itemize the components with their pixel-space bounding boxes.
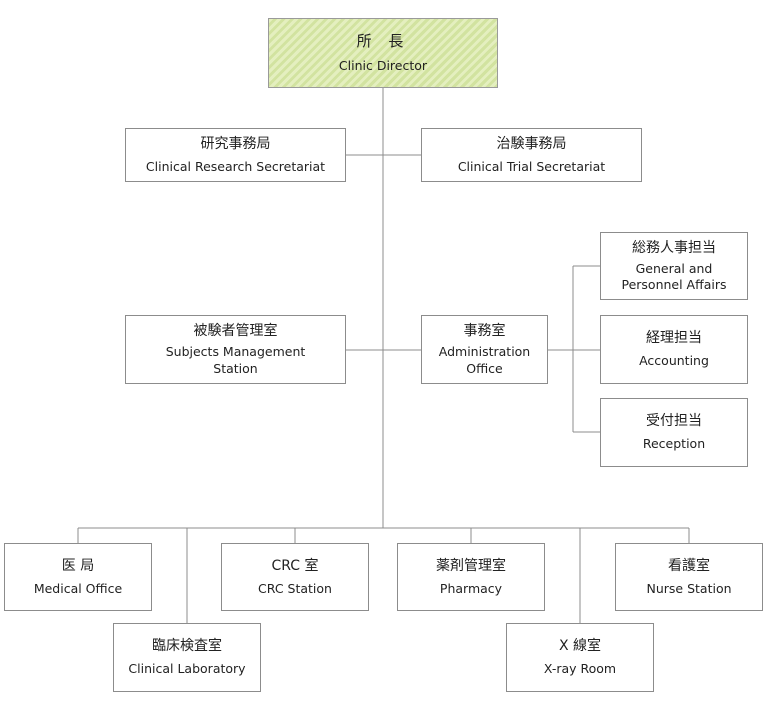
node-crc-station: CRC 室 CRC Station — [221, 543, 369, 611]
node-en-label: Clinical Laboratory — [128, 661, 246, 677]
node-jp-label: 総務人事担当 — [632, 239, 716, 256]
node-trial-secretariat: 治験事務局 Clinical Trial Secretariat — [421, 128, 642, 182]
node-en-label: Clinic Director — [338, 57, 428, 73]
node-jp-label: 薬剤管理室 — [436, 557, 506, 574]
node-jp-label: 医 局 — [61, 557, 95, 574]
node-en-label: Subjects Management Station — [165, 344, 306, 376]
node-xray-room: X 線室 X-ray Room — [506, 623, 654, 692]
node-en-label: Clinical Trial Secretariat — [457, 158, 606, 174]
node-jp-label: CRC 室 — [271, 557, 319, 574]
node-jp-label: 経理担当 — [646, 330, 702, 347]
node-en-label: Reception — [642, 436, 706, 452]
node-jp-label: 臨床検査室 — [152, 638, 222, 655]
node-administration-office: 事務室 Administration Office — [421, 315, 548, 384]
node-en-label: CRC Station — [258, 580, 332, 596]
node-accounting: 経理担当 Accounting — [600, 315, 748, 384]
node-en-label: Accounting — [639, 353, 709, 369]
node-jp-label: 受付担当 — [646, 413, 702, 430]
node-en-label: Administration Office — [438, 344, 531, 376]
node-en-label: X-ray Room — [543, 661, 617, 677]
node-en-label: General and Personnel Affairs — [621, 260, 727, 293]
node-jp-label: 事務室 — [463, 323, 506, 340]
node-en-label: Pharmacy — [439, 580, 503, 596]
node-en-label: Nurse Station — [646, 580, 732, 596]
node-reception: 受付担当 Reception — [600, 398, 748, 467]
node-medical-office: 医 局 Medical Office — [4, 543, 152, 611]
node-pharmacy: 薬剤管理室 Pharmacy — [397, 543, 545, 611]
node-clinic-director: 所 長 Clinic Director — [268, 18, 498, 88]
node-subjects-management-station: 被験者管理室 Subjects Management Station — [125, 315, 346, 384]
node-nurse-station: 看護室 Nurse Station — [615, 543, 763, 611]
node-jp-label: 所 長 — [356, 32, 410, 51]
node-clinical-laboratory: 臨床検査室 Clinical Laboratory — [113, 623, 261, 692]
node-en-label: Clinical Research Secretariat — [145, 158, 326, 174]
node-jp-label: 研究事務局 — [200, 135, 271, 152]
node-jp-label: 治験事務局 — [496, 135, 567, 152]
node-en-label: Medical Office — [33, 580, 123, 596]
node-jp-label: 看護室 — [668, 557, 710, 574]
node-research-secretariat: 研究事務局 Clinical Research Secretariat — [125, 128, 346, 182]
node-general-personnel-affairs: 総務人事担当 General and Personnel Affairs — [600, 232, 748, 300]
node-jp-label: 被験者管理室 — [193, 323, 278, 340]
node-jp-label: X 線室 — [558, 638, 602, 655]
